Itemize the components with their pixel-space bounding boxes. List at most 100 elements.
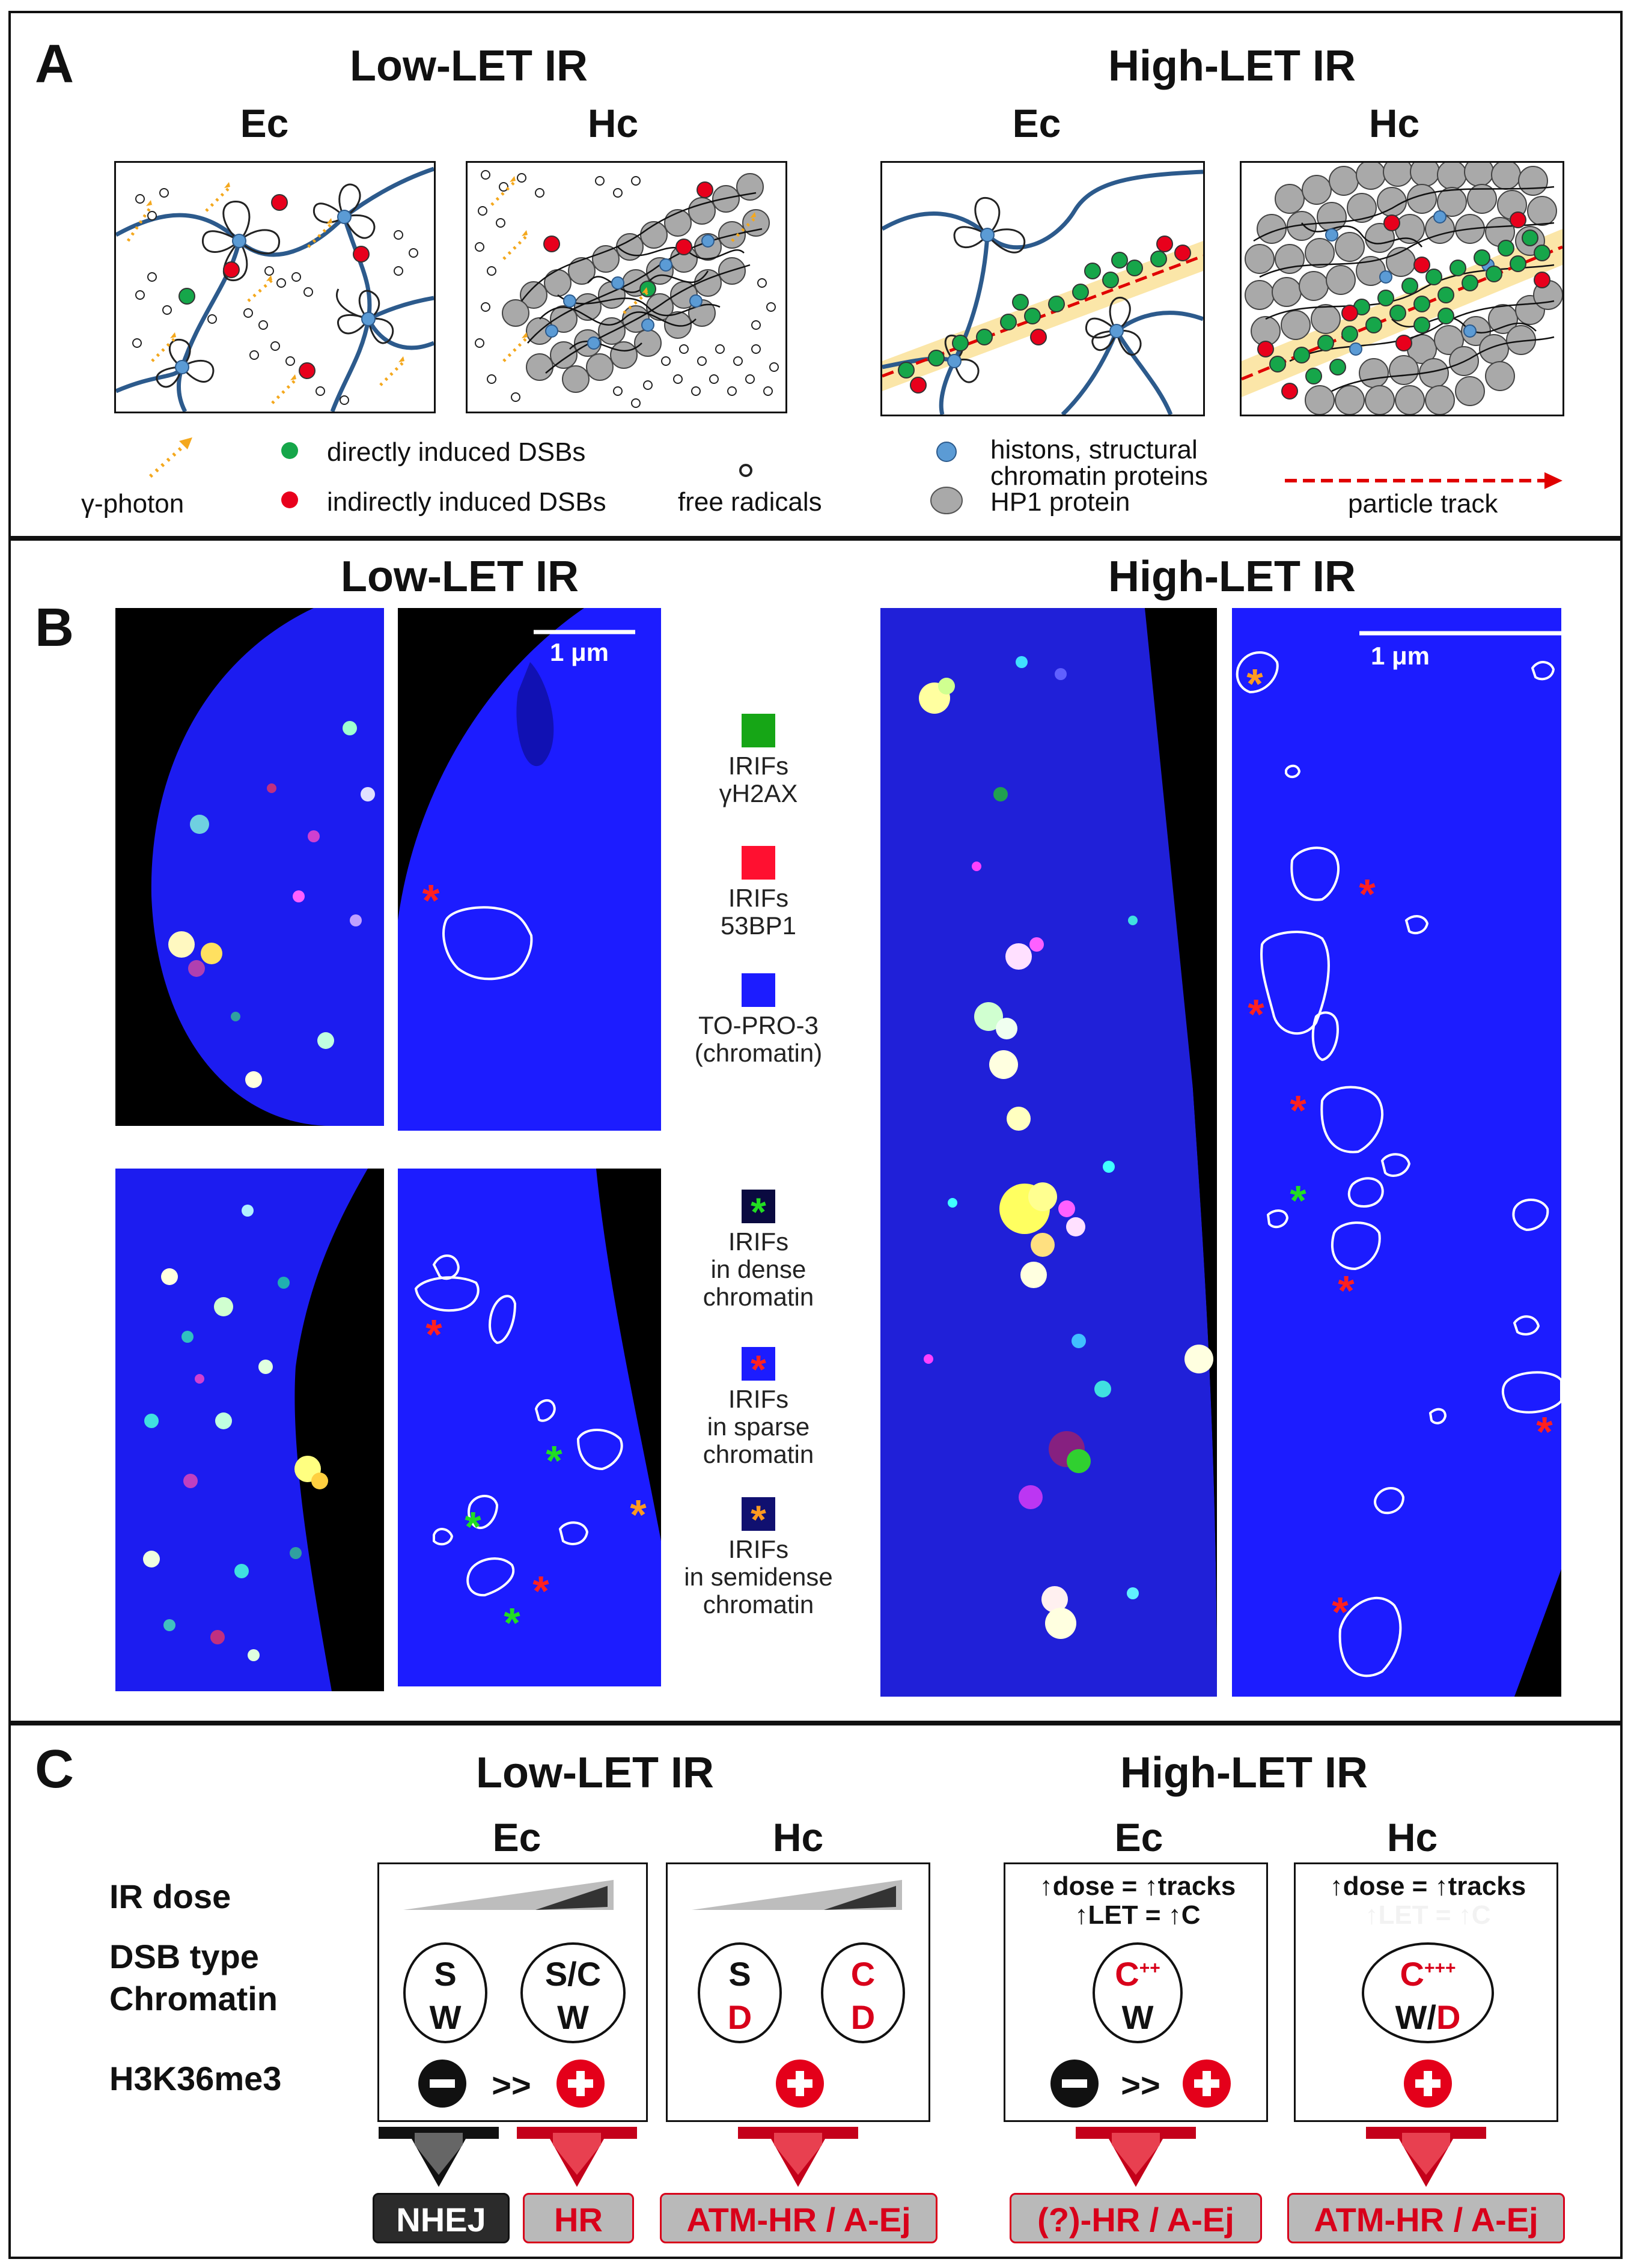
high-let-euchromatin-schematic: [880, 161, 1205, 416]
semidense-irif-legend-label-2: in semidense: [684, 1563, 833, 1591]
high-hc-oval: [1362, 1942, 1494, 2043]
panel-a-high-let-title: High-LET IR: [1108, 42, 1356, 90]
panel-a-frame: [8, 11, 1623, 538]
svg-text:*: *: [1332, 1589, 1349, 1635]
svg-text:*: *: [504, 1599, 520, 1646]
low-ec-oval-2-bottom: W: [557, 1998, 589, 2036]
low-let-ec-summary-box: S W S/C W >>: [377, 1862, 648, 2122]
dsb-type-row-label: DSB type: [109, 1938, 259, 1975]
dense-irif-legend-label-2: in dense: [710, 1255, 806, 1283]
dense-irif-legend-swatch: *: [742, 1190, 775, 1234]
gh2ax-legend-label-2: γH2AX: [719, 779, 798, 807]
high-let-hc-summary-box: ↑dose = ↑tracks ↑LET = ↑C C+++ W/D: [1294, 1862, 1558, 2122]
panel-b-low-let-title: Low-LET IR: [341, 553, 579, 601]
unknown-hr-aej-pathway-box: (?)-HR / A-Ej: [1010, 2193, 1262, 2243]
indirect-dsb-legend-icon: [281, 491, 298, 508]
high-hc-oval-top-letter: C: [1400, 1955, 1424, 1993]
photon-legend-label: γ-photon: [81, 489, 184, 518]
hr-pathway-box: HR: [523, 2193, 634, 2243]
low-hc-oval-2-bottom: D: [850, 1998, 876, 2036]
low-let-hc-svg: [475, 170, 779, 408]
svg-text:*: *: [751, 1497, 766, 1531]
high-ec-oval-top-letter: C: [1115, 1955, 1139, 1993]
panel-c-high-hc-label: Hc: [1386, 1815, 1438, 1859]
low-hc-oval-2: [821, 1942, 905, 2043]
svg-text:*: *: [1290, 1087, 1306, 1134]
free-radical-legend-label: free radicals: [678, 487, 822, 517]
chromatin-row-label: Chromatin: [109, 1980, 278, 2017]
low-let-chromatin-image-top: 1 μm *: [398, 608, 661, 1131]
low-ec-oval-2-top: S/C: [544, 1955, 602, 1993]
high-ec-let-text: ↑LET = ↑C: [1075, 1900, 1201, 1930]
panel-c-high-ec-label: Ec: [1114, 1815, 1163, 1859]
svg-text:*: *: [630, 1491, 647, 1538]
hr-down-arrow-low-ec: [517, 2127, 637, 2187]
histone-legend-label-2: chromatin proteins: [990, 461, 1208, 491]
panel-a-high-hc-label: Hc: [1368, 101, 1420, 145]
photon-legend-icon: [148, 437, 192, 478]
hr-down-arrow-high-hc: [1366, 2127, 1486, 2187]
semidense-irif-legend-swatch: *: [742, 1497, 775, 1542]
panel-c-frame: [8, 1723, 1623, 2259]
dense-irif-legend-label-3: chromatin: [703, 1283, 814, 1311]
53bp1-legend-label-1: IRIFs: [728, 884, 789, 912]
high-hc-let-text: ↑LET = ↑C: [1365, 1900, 1491, 1930]
svg-text:*: *: [532, 1567, 549, 1614]
h3k36me3-row-label: H3K36me3: [109, 2060, 282, 2097]
semidense-irif-legend-label-3: chromatin: [703, 1590, 814, 1619]
svg-text:*: *: [751, 1190, 766, 1223]
direct-dsb-legend-icon: [281, 442, 298, 459]
low-let-merged-image-top: [115, 608, 384, 1126]
low-let-heterochromatin-schematic: [466, 161, 787, 413]
high-let-merged-image: [880, 608, 1217, 1697]
panel-b-letter: B: [35, 598, 74, 658]
high-hc-oval-bottom: W/D: [1362, 1998, 1494, 2037]
53bp1-legend-label-2: 53BP1: [720, 911, 797, 940]
ir-dose-wedge-low-hc: [692, 1880, 902, 1910]
hr-down-arrow-high-ec: [1076, 2127, 1196, 2187]
particle-track-legend-label: particle track: [1348, 489, 1498, 518]
panel-a-low-ec-label: Ec: [240, 101, 289, 145]
high-let-ec-svg: [882, 169, 1203, 415]
atm-hr-aej-pathway-box-high: ATM-HR / A-Ej: [1287, 2193, 1565, 2243]
plus-icon: [1183, 2060, 1231, 2108]
sparse-irif-legend-label-3: chromatin: [703, 1440, 814, 1468]
topro3-legend-swatch: [742, 973, 775, 1007]
semidense-irif-legend-label-1: IRIFs: [728, 1535, 789, 1563]
hr-down-arrow-low-hc: [738, 2127, 858, 2187]
plus-icon: [556, 2060, 605, 2108]
high-ec-oval-top: C++: [1093, 1954, 1183, 1993]
hp1-legend-icon: [930, 487, 963, 514]
nhej-down-arrow: [379, 2127, 499, 2187]
low-hc-oval-1-bottom: D: [727, 1998, 752, 2036]
high-ec-oval-sup: ++: [1139, 1958, 1160, 1978]
high-ec-oval-bottom: W: [1121, 1998, 1154, 2036]
svg-text:*: *: [425, 1311, 442, 1358]
low-let-euchromatin-schematic: [114, 161, 436, 413]
low-hc-oval-1: [698, 1942, 782, 2043]
nhej-pathway-box: NHEJ: [373, 2193, 510, 2243]
gh2ax-legend-label-1: IRIFs: [728, 752, 789, 780]
svg-text:*: *: [465, 1503, 481, 1550]
high-hc-dose-text: ↑dose = ↑tracks: [1329, 1871, 1526, 1901]
histone-legend-label-1: histons, structural: [990, 435, 1198, 464]
minus-icon: [1050, 2060, 1099, 2108]
plus-icon: [1404, 2060, 1452, 2108]
high-let-scale-bar-label: 1 μm: [1371, 642, 1430, 670]
svg-text:*: *: [751, 1347, 766, 1381]
low-ec-compare: >>: [492, 2066, 531, 2104]
sparse-irif-legend-swatch: *: [742, 1347, 775, 1391]
ir-dose-row-label: IR dose: [109, 1877, 231, 1915]
panel-b-frame: [8, 538, 1623, 1723]
high-ec-dose-text: ↑dose = ↑tracks: [1039, 1871, 1236, 1901]
atm-hr-aej-pathway-box-low: ATM-HR / A-Ej: [660, 2193, 937, 2243]
high-let-chromatin-image: 1 μm * * * * * *: [1232, 608, 1561, 1697]
direct-dsb-legend-label: directly induced DSBs: [327, 437, 586, 467]
low-ec-oval-2: [520, 1942, 626, 2043]
high-hc-oval-bottom-d: D: [1436, 1998, 1461, 2036]
low-ec-oval-1: [403, 1942, 487, 2043]
svg-text:*: *: [1246, 660, 1263, 707]
plus-icon: [776, 2060, 824, 2108]
high-ec-oval: [1093, 1942, 1183, 2043]
gh2ax-legend-swatch: [742, 714, 775, 747]
